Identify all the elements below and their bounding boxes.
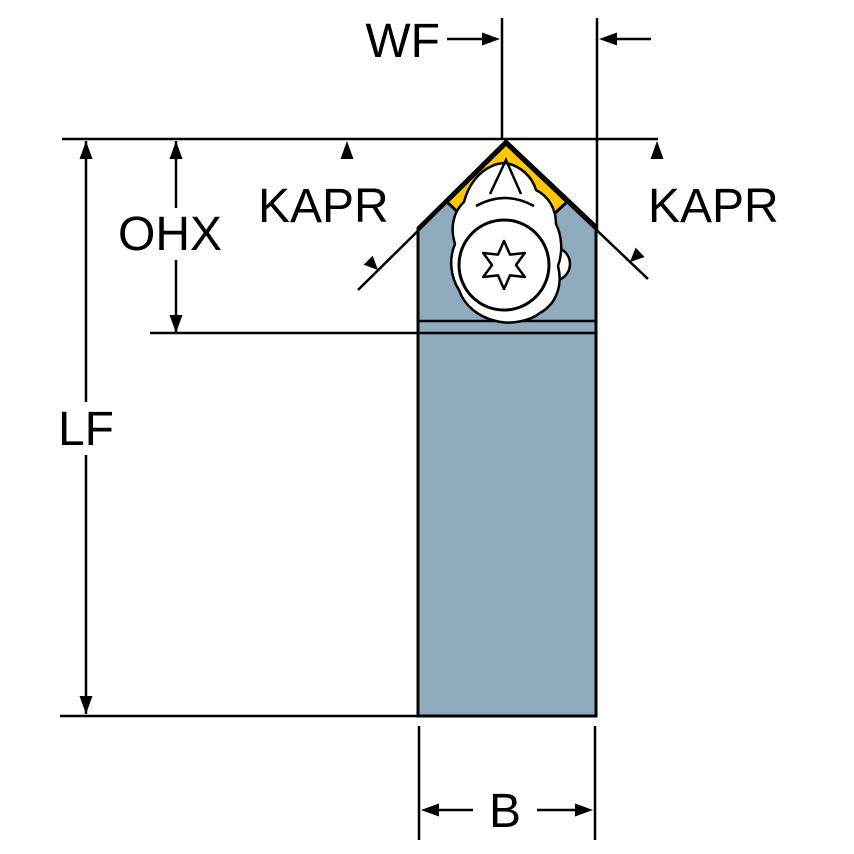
dimensions xyxy=(60,18,664,840)
kapr-left-up-arrow-icon xyxy=(340,141,354,159)
ohx-arrow-up-icon xyxy=(169,141,183,159)
ohx-arrow-down-icon xyxy=(169,315,183,333)
b-arrow-left-icon xyxy=(421,803,439,817)
lf-arrow-down-icon xyxy=(79,696,93,714)
b-arrow-right-icon xyxy=(575,803,593,817)
lf-label: LF xyxy=(58,403,114,456)
kapr-left-down-arrow-icon xyxy=(363,255,378,270)
clamp-inner-arc xyxy=(475,196,535,208)
kapr-right-up-arrow-icon xyxy=(650,141,664,159)
kapr-right-label: KAPR xyxy=(648,180,779,233)
clamp xyxy=(450,156,572,324)
kapr-right-down-arrow-icon xyxy=(630,247,645,262)
kapr-left-label: KAPR xyxy=(258,180,389,233)
ohx-label: OHX xyxy=(118,208,222,261)
wf-arrow-right-icon xyxy=(482,32,500,46)
wf-label: WF xyxy=(365,15,440,68)
tool xyxy=(416,138,598,718)
labels: WF KAPR KAPR OHX LF B xyxy=(58,15,779,838)
kapr-right-angle-line xyxy=(505,143,649,280)
b-label: B xyxy=(489,785,521,838)
lf-arrow-up-icon xyxy=(79,141,93,159)
clamp-tip xyxy=(488,156,523,195)
wf-arrow-left-icon xyxy=(599,32,617,46)
torx-screw-icon xyxy=(481,239,527,291)
kapr-left-angle-line xyxy=(357,143,507,291)
